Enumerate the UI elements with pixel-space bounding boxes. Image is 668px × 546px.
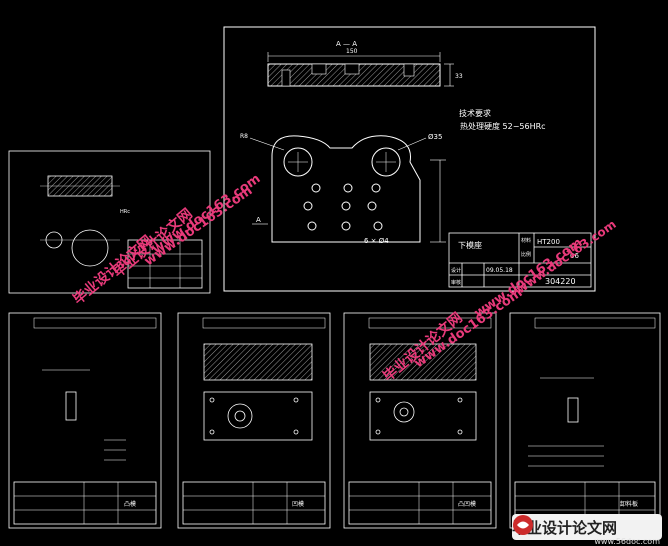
sheet-bottom-4[interactable] — [509, 312, 661, 529]
brand-logo-icon — [513, 515, 533, 535]
tech-requirement: 热处理硬度 52−56HRc — [460, 121, 546, 131]
section-view — [267, 52, 454, 87]
plan-view — [249, 135, 446, 243]
sheet-bottom-3[interactable] — [343, 312, 497, 529]
sheet-title: 凸模 — [124, 500, 136, 508]
main-sheet[interactable] — [223, 26, 596, 292]
diameter-label: Ø35 — [428, 133, 442, 141]
radius-label: R8 — [240, 133, 248, 140]
dim-length: 150 — [346, 48, 358, 55]
sheet-bottom-2[interactable] — [177, 312, 331, 529]
title-material: HT200 — [537, 238, 560, 246]
title-part-name: 下模座 — [458, 240, 482, 250]
main-title-block — [448, 232, 592, 288]
sheet-bottom-1[interactable] — [8, 312, 162, 529]
site-brand[interactable]: 毕业设计论文网 — [512, 514, 662, 540]
title-number: 304220 — [545, 277, 576, 286]
brand-url[interactable]: www.56doc.com — [594, 537, 660, 546]
title-code: 06 — [570, 252, 579, 260]
section-mark: A — [256, 216, 261, 224]
sheet-title: 卸料板 — [620, 500, 638, 508]
sheet-hardness: HRc — [120, 209, 130, 215]
title-row-label: 审核 — [451, 279, 461, 286]
title-row-label: 设计 — [451, 267, 461, 274]
sheet-title: 凹模 — [292, 500, 304, 508]
main-sheet-border — [223, 26, 596, 292]
title-col-label: 比例 — [521, 251, 531, 258]
watermark-cn: 毕业设计论文网 — [70, 232, 156, 308]
dim-thickness: 33 — [455, 73, 463, 80]
title-date: 09.05.18 — [486, 267, 513, 274]
brand-name: 毕业设计论文网 — [512, 518, 618, 537]
section-label: A — A — [336, 40, 357, 48]
sheet-title: 凸凹模 — [458, 500, 476, 508]
holes-label: 6 × Ø4 — [364, 237, 389, 245]
tech-title: 技术要求 — [459, 108, 491, 118]
sheet-left-top[interactable] — [8, 150, 211, 294]
watermark-url: www.doc163.com — [150, 171, 264, 257]
title-col-label: 材料 — [521, 237, 531, 244]
